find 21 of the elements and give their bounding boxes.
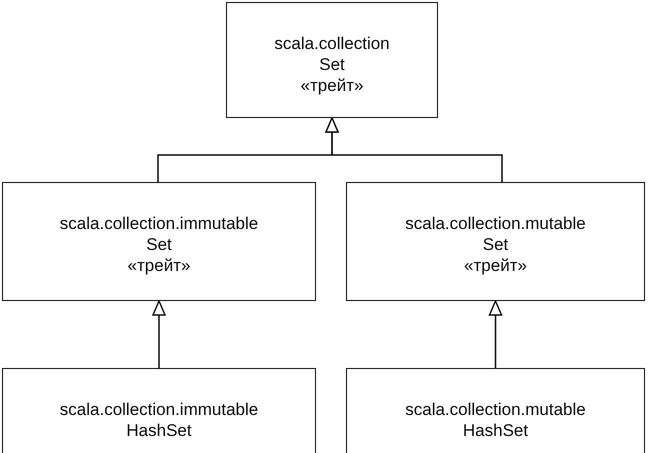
class-box (2, 368, 316, 453)
class-name: Set (146, 234, 172, 255)
inheritance-arrow (152, 300, 166, 368)
class-name: Set (319, 54, 345, 75)
class-name: «трейт» (464, 255, 527, 276)
class-name: HashSet (126, 420, 192, 441)
class-box (2, 182, 316, 301)
package-name: scala.collection (274, 33, 390, 54)
class-name: «трейт» (300, 75, 364, 96)
class-box (346, 182, 645, 301)
inheritance-arrow (325, 117, 503, 182)
inheritance-arrow (488, 300, 502, 368)
class-box (226, 2, 438, 118)
class-box (346, 368, 645, 453)
package-name: scala.collection.immutable (60, 399, 258, 420)
class-name: «трейт» (128, 255, 190, 276)
package-name: scala.collection.mutable (405, 399, 586, 420)
class-name: Set (482, 234, 508, 255)
class-name: HashSet (462, 420, 528, 441)
package-name: scala.collection.immutable (60, 213, 258, 234)
package-name: scala.collection.mutable (405, 213, 586, 234)
